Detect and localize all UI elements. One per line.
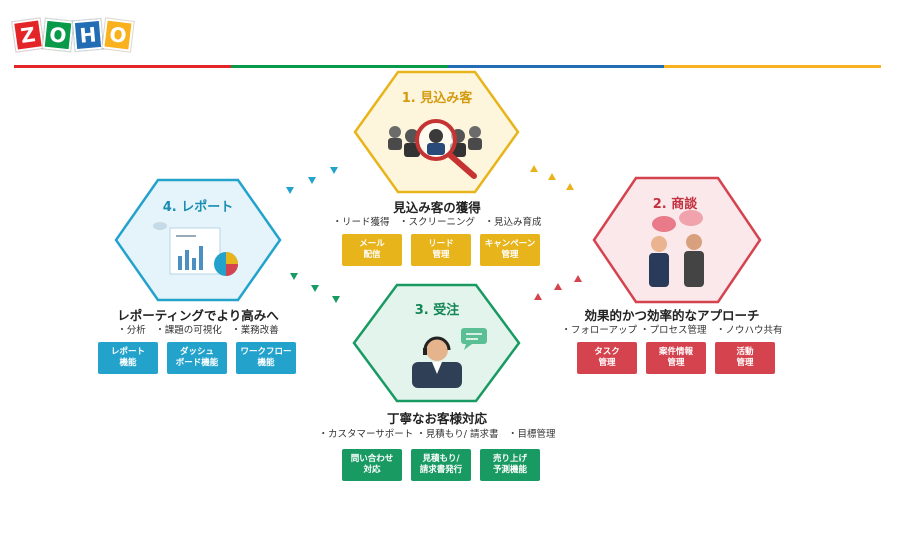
arrow-prospect-to-negotiation [530, 165, 574, 190]
feature-inquiry-handling: 問い合わせ 対応 [342, 449, 402, 481]
stage-1-heading: 見込み客の獲得 [393, 200, 481, 215]
stage-2-features: タスク 管理 案件情報 管理 活動 管理 [577, 342, 775, 374]
stage-4-title: 4. レポート [162, 200, 234, 215]
feature-workflow: ワークフロー 機能 [236, 342, 296, 374]
stage-4-heading: レポーティングでより高みへ [117, 308, 279, 323]
feature-activity-management: 活動 管理 [715, 342, 775, 374]
magnifier-people-icon [388, 119, 482, 179]
report-chart-icon [153, 222, 238, 276]
feature-deal-management: 案件情報 管理 [646, 342, 706, 374]
stage-3-heading: 丁寧なお客様対応 [386, 411, 487, 426]
stage-1-title: 1. 見込み客 [401, 91, 473, 106]
feature-sales-forecast: 売り上げ 予測機能 [480, 449, 540, 481]
arrow-order-to-report [290, 273, 340, 303]
header-divider [14, 65, 881, 68]
stage-1-points: ・リード獲得 ・スクリーニング ・見込み育成 [332, 217, 542, 228]
feature-task-management: タスク 管理 [577, 342, 637, 374]
stage-2-title: 2. 商談 [652, 197, 698, 212]
handshake-people-icon [649, 210, 704, 287]
feature-lead-management: リード 管理 [411, 234, 471, 266]
arrow-report-to-prospect [286, 167, 338, 194]
feature-email-delivery: メール 配信 [342, 234, 402, 266]
feature-quote-invoice: 見積もり/ 請求書発行 [411, 449, 471, 481]
stage-4-features: レポート 機能 ダッシュ ボード機能 ワークフロー 機能 [98, 342, 296, 374]
stage-3-features: 問い合わせ 対応 見積もり/ 請求書発行 売り上げ 予測機能 [342, 449, 540, 481]
stage-3-title: 3. 受注 [414, 303, 460, 318]
stage-3-points: ・カスタマーサポート ・見積もり/ 請求書 ・目標管理 [318, 429, 556, 440]
stage-1-features: メール 配信 リード 管理 キャンペーン 管理 [342, 234, 540, 266]
stage-2-points: ・フォローアップ ・プロセス管理 ・ノウハウ共有 [561, 325, 783, 336]
hexagon-negotiation [592, 176, 762, 304]
feature-reporting: レポート 機能 [98, 342, 158, 374]
feature-campaign-management: キャンペーン 管理 [480, 234, 540, 266]
headset-operator-icon [412, 328, 487, 388]
stage-4-points: ・分析 ・課題の可視化 ・業務改善 [117, 325, 279, 336]
stage-2-heading: 効果的かつ効率的なアプローチ [584, 308, 760, 323]
feature-dashboard: ダッシュ ボード機能 [167, 342, 227, 374]
arrow-negotiation-to-order [534, 275, 582, 300]
